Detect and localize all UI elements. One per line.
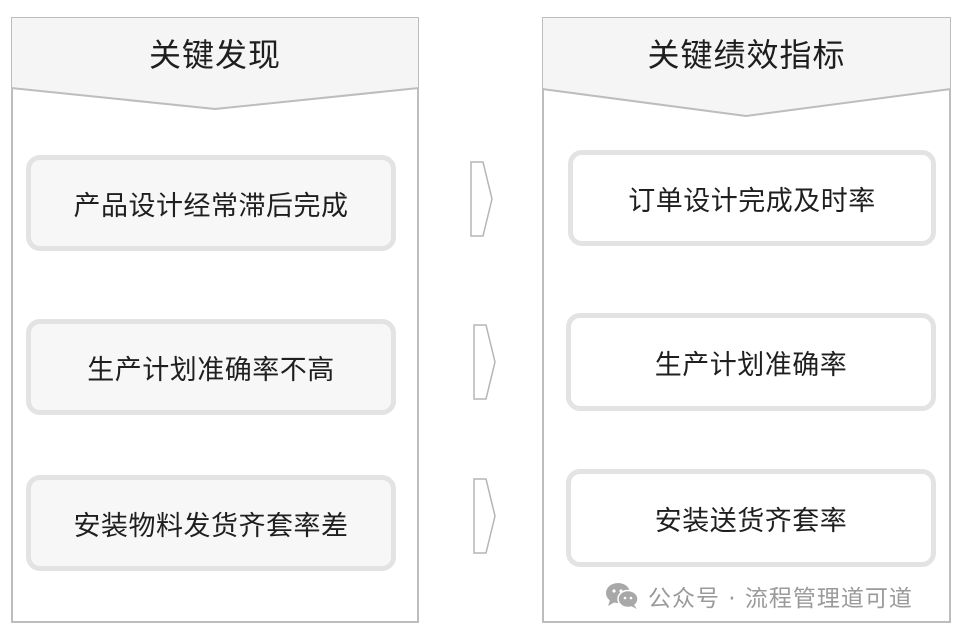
- key-findings-header: 关键发现: [11, 17, 419, 113]
- header-banner-shape: [542, 17, 951, 117]
- chevron-right-icon: [473, 478, 496, 554]
- chevron-right-icon: [473, 324, 496, 400]
- kpi-item-label: 安装送货齐套率: [654, 505, 848, 537]
- key-findings-title: 关键发现: [148, 36, 281, 74]
- header-banner-shape: [11, 17, 419, 111]
- chevron-right-icon: [470, 161, 493, 237]
- kpi-header: 关键绩效指标: [542, 17, 951, 117]
- kpi-item: 安装送货齐套率: [566, 469, 936, 567]
- kpi-item: 订单设计完成及时率: [568, 150, 936, 246]
- finding-item-label: 安装物料发货齐套率差: [73, 510, 349, 542]
- finding-item: 安装物料发货齐套率差: [26, 475, 396, 571]
- watermark-text: 公众号 · 流程管理道可道: [648, 586, 913, 612]
- finding-item-label: 生产计划准确率不高: [87, 354, 335, 386]
- kpi-item-label: 生产计划准确率: [654, 349, 848, 381]
- kpi-item: 生产计划准确率: [566, 313, 936, 411]
- wechat-icon: [606, 583, 639, 609]
- kpi-item-label: 订单设计完成及时率: [628, 185, 876, 217]
- kpi-title: 关键绩效指标: [647, 36, 846, 74]
- watermark: 公众号 · 流程管理道可道: [604, 578, 913, 614]
- finding-item: 生产计划准确率不高: [26, 319, 396, 415]
- finding-item: 产品设计经常滞后完成: [26, 155, 396, 251]
- finding-item-label: 产品设计经常滞后完成: [73, 190, 349, 222]
